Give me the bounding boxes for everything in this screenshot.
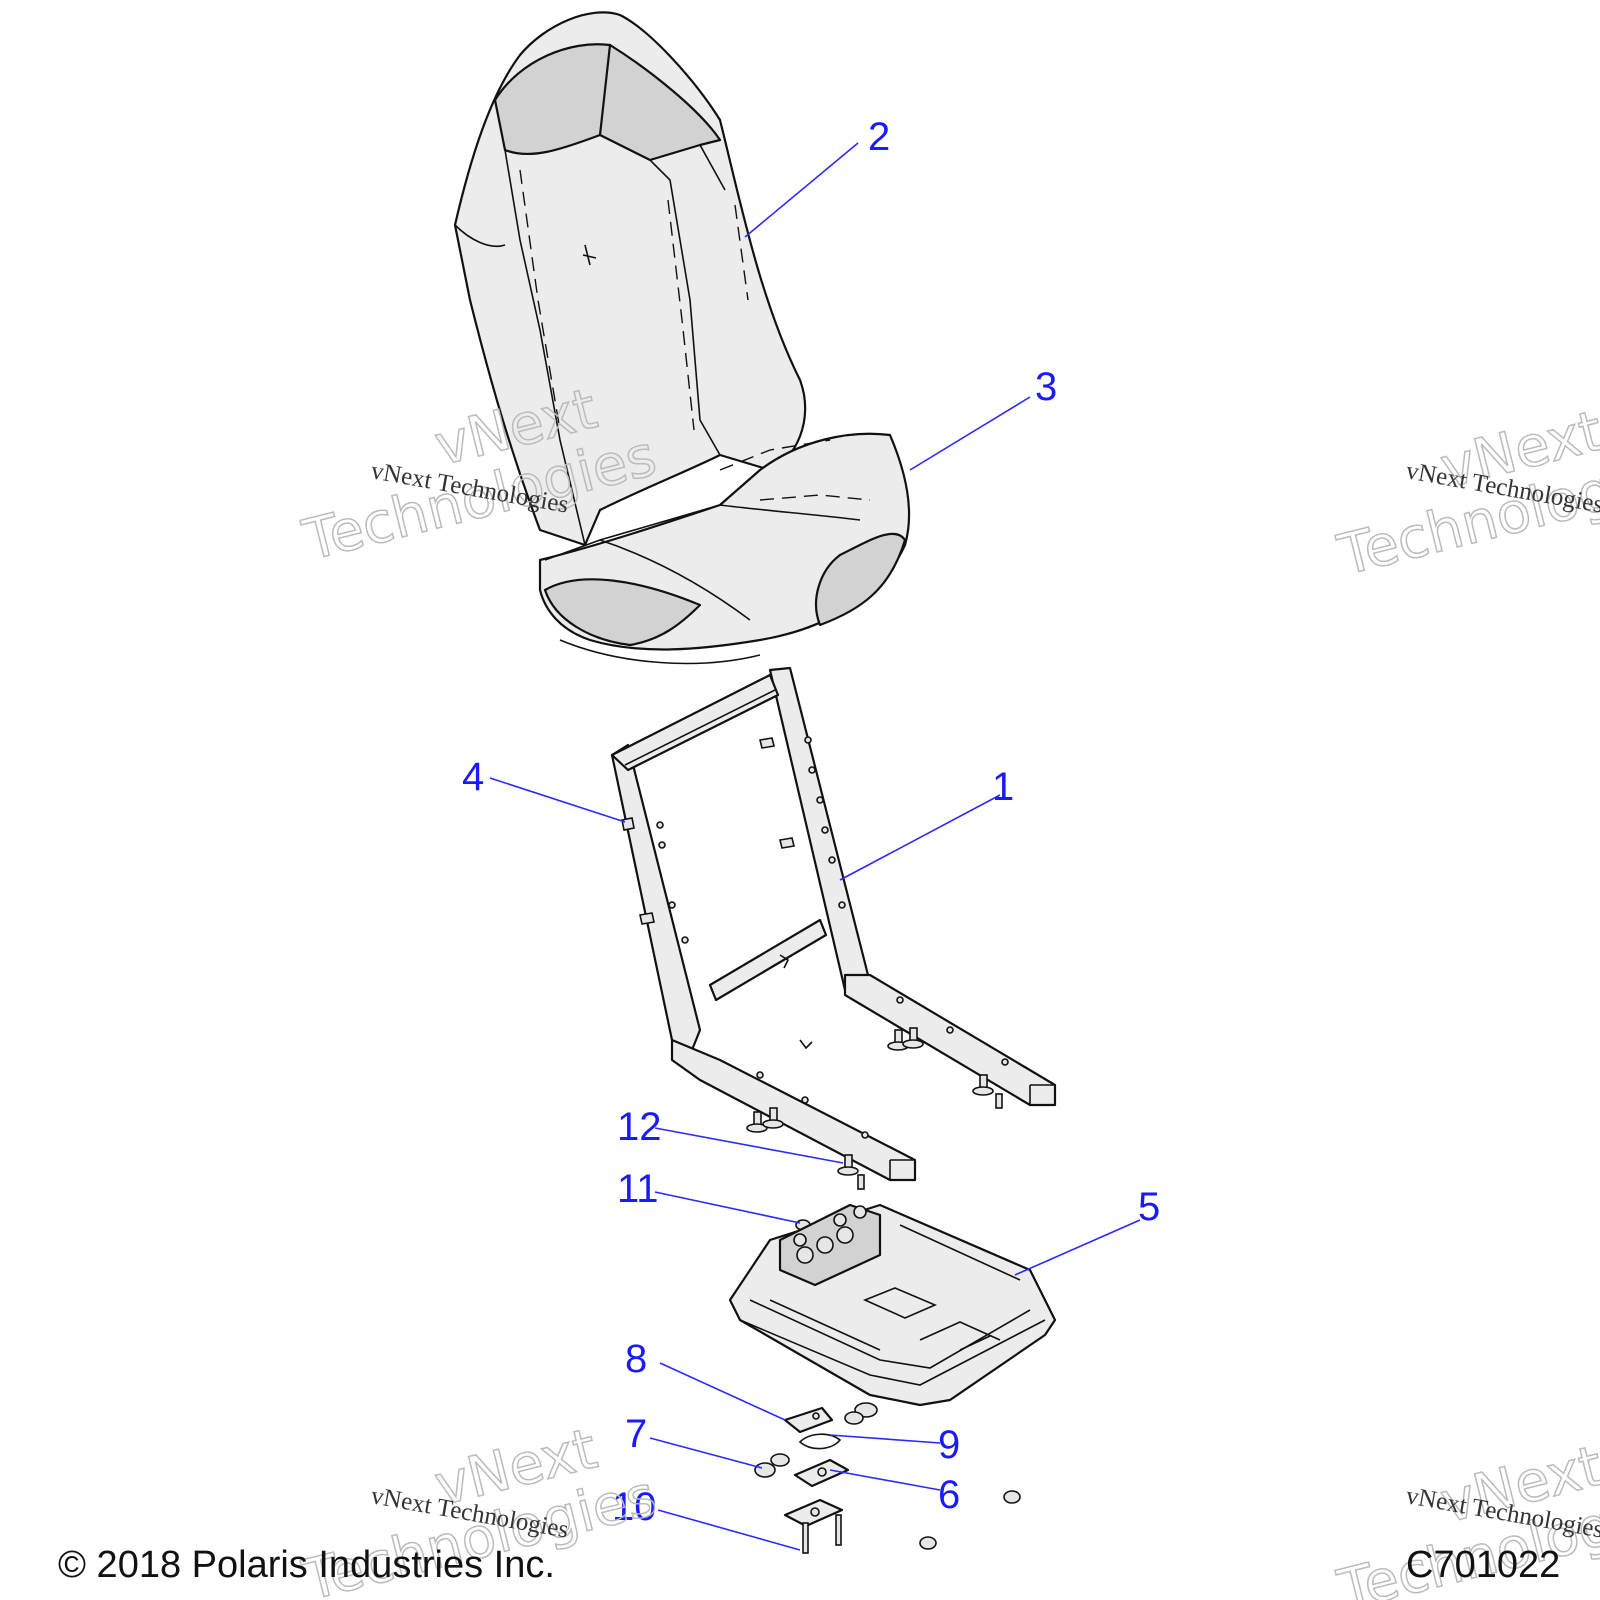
callout-2: 2 <box>868 115 890 159</box>
callout-12: 12 <box>617 1105 662 1149</box>
callout-11: 11 <box>617 1167 659 1211</box>
seat-frame <box>610 666 1057 1182</box>
bolts <box>746 1027 1003 1190</box>
callout-5: 5 <box>1138 1185 1160 1229</box>
callout-10: 10 <box>612 1485 657 1529</box>
callout-labels: 2 3 1 4 5 12 11 8 9 7 6 10 <box>462 115 1160 1529</box>
frame-studs <box>621 737 795 925</box>
callout-6: 6 <box>938 1473 960 1517</box>
leader-lines <box>489 142 1141 1551</box>
seat-cushion <box>538 432 911 665</box>
diagram-code: C701022 <box>1406 1544 1560 1586</box>
callout-9: 9 <box>938 1423 960 1467</box>
seat-backrest <box>453 11 807 547</box>
callout-4: 4 <box>462 755 484 799</box>
latch-assembly <box>754 1402 1021 1554</box>
callout-7: 7 <box>625 1412 647 1456</box>
seat-base-slider <box>728 1203 1057 1407</box>
copyright-text: © 2018 Polaris Industries Inc. <box>58 1544 555 1586</box>
callout-8: 8 <box>625 1337 647 1381</box>
callout-3: 3 <box>1035 365 1057 409</box>
callout-1: 1 <box>992 765 1014 809</box>
